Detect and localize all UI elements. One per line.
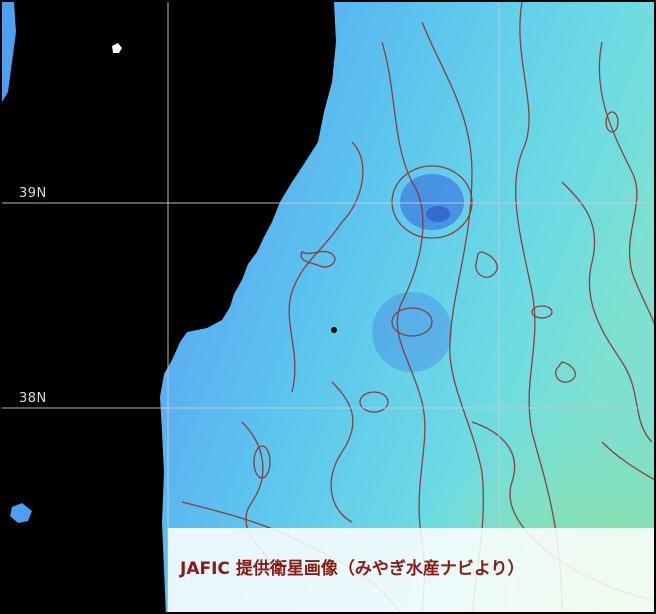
island [112, 43, 122, 53]
latitude-label-39n: 39N [19, 186, 47, 201]
island [10, 503, 32, 523]
cold-patch [400, 174, 464, 230]
credit-caption: JAFIC 提供衛星画像（みやぎ水産ナビより） [180, 559, 525, 579]
credit-box [168, 528, 654, 612]
land-mass [2, 2, 336, 612]
latitude-label-38n: 38N [19, 391, 47, 406]
cold-core [426, 206, 450, 222]
